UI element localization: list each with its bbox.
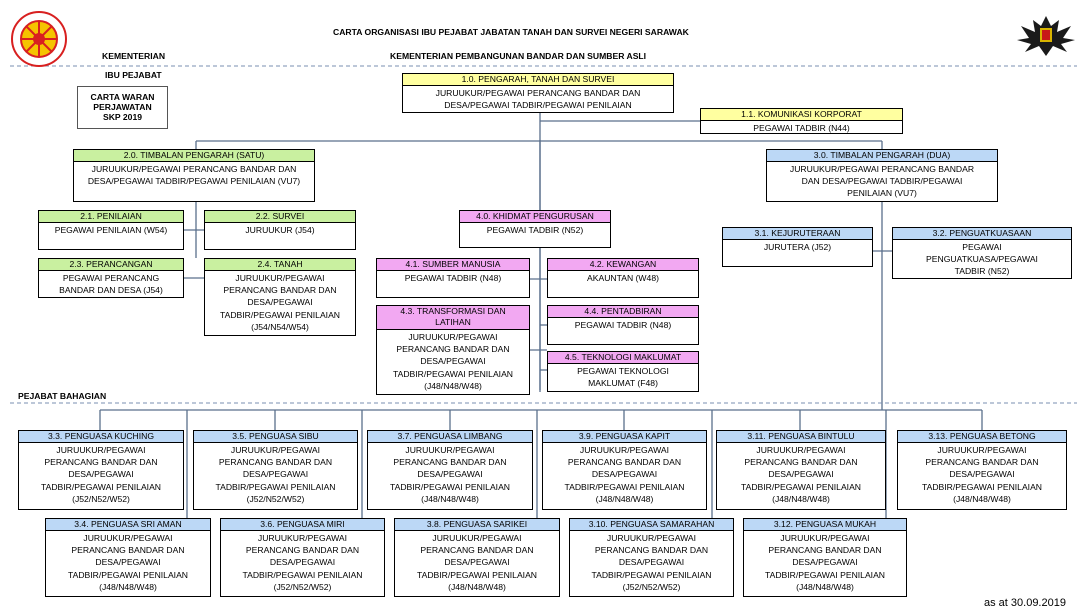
box-komunikasi-head: 1.1. KOMUNIKASI KORPORAT — [701, 109, 902, 121]
box-pengarah-body: JURUUKUR/PEGAWAI PERANCANG BANDAR DAN DE… — [435, 88, 641, 111]
box-survei[interactable]: 2.2. SURVEI JURUUKUR (J54) — [204, 210, 356, 250]
box-betong-body: JURUUKUR/PEGAWAI PERANCANG BANDAR DAN DE… — [921, 445, 1043, 504]
box-sriaman-body: JURUUKUR/PEGAWAI PERANCANG BANDAR DAN DE… — [67, 533, 189, 592]
box-mukah[interactable]: 3.12. PENGUASA MUKAH JURUUKUR/PEGAWAI PE… — [743, 518, 907, 597]
footer-date: as at 30.09.2019 — [984, 597, 1066, 609]
box-penilaian[interactable]: 2.1. PENILAIAN PEGAWAI PENILAIAN (W54) — [38, 210, 184, 250]
box-limbang-head: 3.7. PENGUASA LIMBANG — [368, 431, 532, 443]
box-komunikasi[interactable]: 1.1. KOMUNIKASI KORPORAT PEGAWAI TADBIR … — [700, 108, 903, 134]
box-kapit-head: 3.9. PENGUASA KAPIT — [543, 431, 706, 443]
box-sibu-body: JURUUKUR/PEGAWAI PERANCANG BANDAR DAN DE… — [215, 445, 336, 504]
box-khidmat[interactable]: 4.0. KHIDMAT PENGURUSAN PEGAWAI TADBIR (… — [459, 210, 611, 248]
box-sarikei-head: 3.8. PENGUASA SARIKEI — [395, 519, 559, 531]
box-miri-body: JURUUKUR/PEGAWAI PERANCANG BANDAR DAN DE… — [242, 533, 363, 592]
pejabat-bahagian-label: PEJABAT BAHAGIAN — [18, 391, 107, 401]
box-perancangan[interactable]: 2.3. PERANCANGAN PEGAWAI PERANCANG BANDA… — [38, 258, 184, 298]
box-samarahan-head: 3.10. PENGUASA SAMARAHAN — [570, 519, 733, 531]
box-pentadbiran-body: PEGAWAI TADBIR (N48) — [574, 320, 672, 330]
box-tp1-head: 2.0. TIMBALAN PENGARAH (SATU) — [74, 150, 314, 162]
waran-box: CARTA WARAN PERJAWATAN SKP 2019 — [77, 86, 168, 129]
box-pengarah-head: 1.0. PENGARAH, TANAH DAN SURVEI — [403, 74, 673, 86]
box-teknologi-head: 4.5. TEKNOLOGI MAKLUMAT — [548, 352, 698, 364]
box-limbang-body: JURUUKUR/PEGAWAI PERANCANG BANDAR DAN DE… — [389, 445, 511, 504]
box-bintulu-head: 3.11. PENGUASA BINTULU — [717, 431, 885, 443]
sarawak-crest — [1015, 12, 1077, 58]
box-sumber[interactable]: 4.1. SUMBER MANUSIA PEGAWAI TADBIR (N48) — [376, 258, 530, 298]
box-tanah[interactable]: 2.4. TANAH JURUUKUR/PEGAWAI PERANCANG BA… — [204, 258, 356, 336]
box-teknologi[interactable]: 4.5. TEKNOLOGI MAKLUMAT PEGAWAI TEKNOLOG… — [547, 351, 699, 392]
box-miri[interactable]: 3.6. PENGUASA MIRI JURUUKUR/PEGAWAI PERA… — [220, 518, 385, 597]
box-kejuruteraan-body: JURUTERA (J52) — [763, 242, 832, 252]
box-tp2[interactable]: 3.0. TIMBALAN PENGARAH (DUA) JURUUKUR/PE… — [766, 149, 998, 202]
box-perancangan-body: PEGAWAI PERANCANG BANDAR DAN DESA (J54) — [59, 273, 163, 296]
box-kapit-body: JURUUKUR/PEGAWAI PERANCANG BANDAR DAN DE… — [564, 445, 685, 504]
waran-line-2: PERJAWATAN — [93, 102, 152, 112]
box-tp2-body: JURUUKUR/PEGAWAI PERANCANG BANDAR DAN DE… — [789, 164, 975, 199]
box-penilaian-body: PEGAWAI PENILAIAN (W54) — [54, 225, 168, 235]
box-pengarah[interactable]: 1.0. PENGARAH, TANAH DAN SURVEI JURUUKUR… — [402, 73, 674, 113]
box-teknologi-body: PEGAWAI TEKNOLOGI MAKLUMAT (F48) — [577, 366, 669, 389]
box-komunikasi-body: PEGAWAI TADBIR (N44) — [753, 123, 850, 133]
box-sumber-head: 4.1. SUMBER MANUSIA — [377, 259, 529, 271]
ibu-pejabat-label: IBU PEJABAT — [105, 70, 162, 80]
box-kewangan-head: 4.2. KEWANGAN — [548, 259, 698, 271]
box-penguatkuasaan[interactable]: 3.2. PENGUATKUASAAN PEGAWAI PENGUATKUASA… — [892, 227, 1072, 279]
page-title: CARTA ORGANISASI IBU PEJABAT JABATAN TAN… — [333, 27, 689, 37]
box-pentadbiran-head: 4.4. PENTADBIRAN — [548, 306, 698, 318]
box-kewangan[interactable]: 4.2. KEWANGAN AKAUNTAN (W48) — [547, 258, 699, 298]
box-khidmat-head: 4.0. KHIDMAT PENGURUSAN — [460, 211, 610, 223]
box-survei-body: JURUUKUR (J54) — [245, 225, 315, 235]
box-sarikei[interactable]: 3.8. PENGUASA SARIKEI JURUUKUR/PEGAWAI P… — [394, 518, 560, 597]
jtss-logo — [10, 10, 68, 68]
waran-line-1: CARTA WARAN — [90, 92, 155, 102]
box-sibu[interactable]: 3.5. PENGUASA SIBU JURUUKUR/PEGAWAI PERA… — [193, 430, 358, 510]
kementerian-value: KEMENTERIAN PEMBANGUNAN BANDAR DAN SUMBE… — [390, 51, 647, 61]
box-sibu-head: 3.5. PENGUASA SIBU — [194, 431, 357, 443]
box-sumber-body: PEGAWAI TADBIR (N48) — [404, 273, 502, 283]
box-limbang[interactable]: 3.7. PENGUASA LIMBANG JURUUKUR/PEGAWAI P… — [367, 430, 533, 510]
box-tanah-body: JURUUKUR/PEGAWAI PERANCANG BANDAR DAN DE… — [219, 273, 341, 332]
box-kuching[interactable]: 3.3. PENGUASA KUCHING JURUUKUR/PEGAWAI P… — [18, 430, 184, 510]
box-sriaman[interactable]: 3.4. PENGUASA SRI AMAN JURUUKUR/PEGAWAI … — [45, 518, 211, 597]
box-khidmat-body: PEGAWAI TADBIR (N52) — [486, 225, 584, 235]
box-kuching-body: JURUUKUR/PEGAWAI PERANCANG BANDAR DAN DE… — [40, 445, 162, 504]
box-mukah-head: 3.12. PENGUASA MUKAH — [744, 519, 906, 531]
box-survei-head: 2.2. SURVEI — [205, 211, 355, 223]
box-sriaman-head: 3.4. PENGUASA SRI AMAN — [46, 519, 210, 531]
box-miri-head: 3.6. PENGUASA MIRI — [221, 519, 384, 531]
box-tp2-head: 3.0. TIMBALAN PENGARAH (DUA) — [767, 150, 997, 162]
waran-line-3: SKP 2019 — [102, 112, 143, 122]
box-tanah-head: 2.4. TANAH — [205, 259, 355, 271]
box-pentadbiran[interactable]: 4.4. PENTADBIRAN PEGAWAI TADBIR (N48) — [547, 305, 699, 345]
box-sarikei-body: JURUUKUR/PEGAWAI PERANCANG BANDAR DAN DE… — [416, 533, 538, 592]
box-transformasi-head: 4.3. TRANSFORMASI DAN LATIHAN — [377, 306, 529, 330]
box-transformasi-body: JURUUKUR/PEGAWAI PERANCANG BANDAR DAN DE… — [392, 332, 514, 391]
box-samarahan[interactable]: 3.10. PENGUASA SAMARAHAN JURUUKUR/PEGAWA… — [569, 518, 734, 597]
box-kejuruteraan-head: 3.1. KEJURUTERAAN — [723, 228, 872, 240]
box-kejuruteraan[interactable]: 3.1. KEJURUTERAAN JURUTERA (J52) — [722, 227, 873, 267]
box-samarahan-body: JURUUKUR/PEGAWAI PERANCANG BANDAR DAN DE… — [591, 533, 712, 592]
box-kewangan-body: AKAUNTAN (W48) — [587, 273, 659, 283]
box-mukah-body: JURUUKUR/PEGAWAI PERANCANG BANDAR DAN DE… — [764, 533, 886, 592]
box-tp1[interactable]: 2.0. TIMBALAN PENGARAH (SATU) JURUUKUR/P… — [73, 149, 315, 202]
box-betong-head: 3.13. PENGUASA BETONG — [898, 431, 1066, 443]
box-perancangan-head: 2.3. PERANCANGAN — [39, 259, 183, 271]
box-kapit[interactable]: 3.9. PENGUASA KAPIT JURUUKUR/PEGAWAI PER… — [542, 430, 707, 510]
box-transformasi[interactable]: 4.3. TRANSFORMASI DAN LATIHAN JURUUKUR/P… — [376, 305, 530, 395]
box-tp1-body: JURUUKUR/PEGAWAI PERANCANG BANDAR DAN DE… — [87, 164, 301, 187]
box-penguatkuasaan-body: PEGAWAI PENGUATKUASA/PEGAWAI TADBIR (N52… — [926, 242, 1038, 277]
box-kuching-head: 3.3. PENGUASA KUCHING — [19, 431, 183, 443]
box-bintulu-body: JURUUKUR/PEGAWAI PERANCANG BANDAR DAN DE… — [740, 445, 862, 504]
box-penilaian-head: 2.1. PENILAIAN — [39, 211, 183, 223]
kementerian-label: KEMENTERIAN — [102, 51, 166, 61]
box-penguatkuasaan-head: 3.2. PENGUATKUASAAN — [893, 228, 1071, 240]
box-betong[interactable]: 3.13. PENGUASA BETONG JURUUKUR/PEGAWAI P… — [897, 430, 1067, 510]
box-bintulu[interactable]: 3.11. PENGUASA BINTULU JURUUKUR/PEGAWAI … — [716, 430, 886, 510]
